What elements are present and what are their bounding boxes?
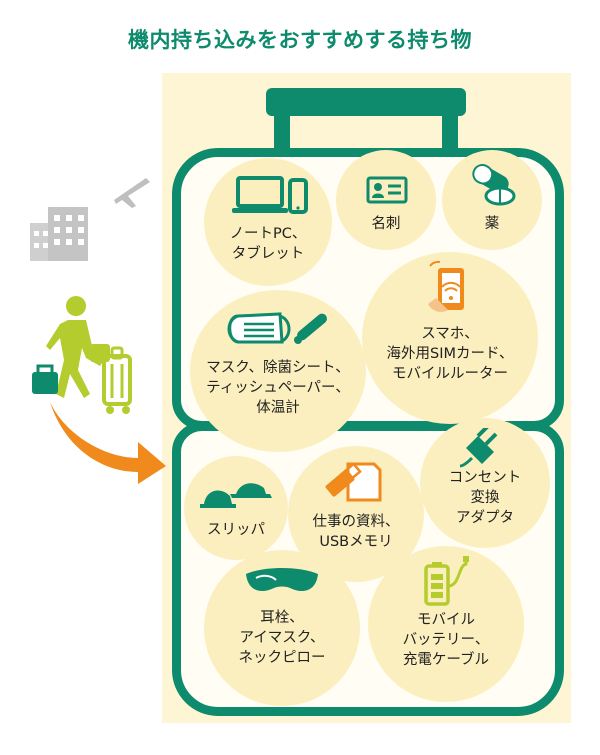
item-label: 名刺: [371, 216, 401, 232]
suitcase-handle-post-right: [442, 110, 458, 152]
item-battery: モバイル バッテリー、 充電ケーブル: [368, 546, 524, 702]
suitcase-handle: [266, 88, 466, 116]
item-label: 仕事の資料、 USBメモリ: [312, 514, 400, 550]
smartphone-icon: [428, 260, 464, 312]
laptop-icon: [232, 176, 308, 214]
item-mask-tissue: マスク、除菌シート、 ティッシュペーパー、 体温計: [190, 290, 366, 452]
airplane-icon: [114, 178, 150, 208]
item-slippers: スリッパ: [184, 456, 288, 560]
item-business-card: 名刺: [336, 150, 436, 250]
usb-document-icon: [325, 462, 382, 502]
item-label: スマホ、 海外用SIMカード、 モバイルルーター: [386, 326, 514, 382]
item-earplugs: 耳栓、 アイマスク、 ネックピロー: [204, 550, 360, 706]
item-label: ノートPC、 タブレット: [229, 226, 307, 262]
item-laptop-tablet: ノートPC、 タブレット: [204, 158, 332, 286]
item-label: 耳栓、 アイマスク、 ネックピロー: [238, 610, 326, 666]
battery-icon: [424, 556, 469, 606]
item-label: モバイル バッテリー、 充電ケーブル: [402, 612, 490, 668]
item-label: コンセント 変換 アダプタ: [448, 470, 522, 526]
traveler-icon: [32, 296, 132, 414]
suitcase-handle-post-left: [274, 110, 290, 152]
arrow-icon: [50, 402, 166, 484]
eye-mask-icon: [246, 568, 318, 592]
building-icon: [30, 207, 88, 261]
item-label: 薬: [484, 216, 500, 232]
item-label: スリッパ: [207, 522, 265, 538]
slipper-icon: [200, 483, 272, 508]
plug-icon: [459, 428, 498, 468]
pill-icon: [472, 164, 516, 206]
item-smartphone: スマホ、 海外用SIMカード、 モバイルルーター: [362, 252, 538, 424]
item-adapter: コンセント 変換 アダプタ: [420, 418, 550, 548]
item-medicine: 薬: [442, 150, 542, 250]
item-label: マスク、除菌シート、 ティッシュペーパー、 体温計: [206, 360, 350, 416]
business-card-icon: [366, 176, 408, 204]
page-title: 機内持ち込みをおすすめする持ち物: [128, 28, 472, 52]
mask-icon: [227, 312, 327, 344]
